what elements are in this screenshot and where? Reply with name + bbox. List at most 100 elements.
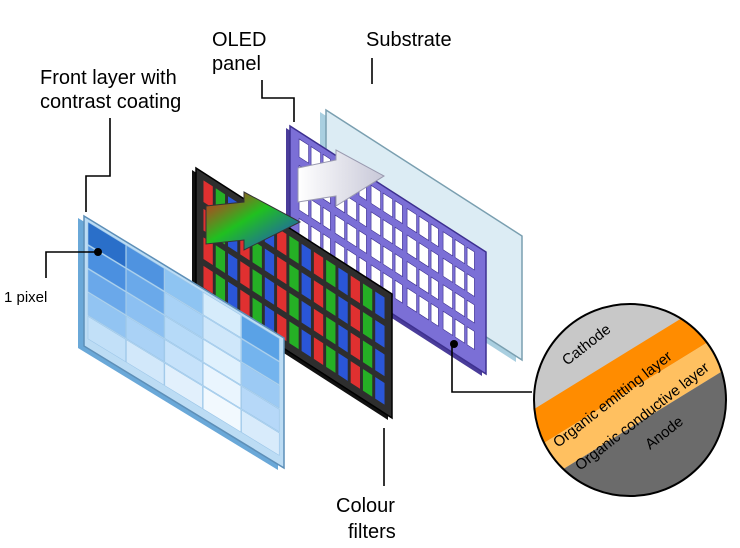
colour-filter-cell	[313, 280, 324, 308]
colour-filter-cell	[289, 321, 299, 350]
colour-filter-cell	[228, 253, 238, 281]
oled-subpixel-cell	[394, 200, 403, 225]
oled-subpixel-cell	[394, 279, 403, 304]
oled-subpixel-cell	[394, 253, 403, 278]
front-pixel-tile	[126, 315, 165, 363]
leader-pixel	[45, 251, 96, 278]
light-arrow-rgb	[205, 191, 302, 251]
front-pixel-tile	[87, 221, 126, 268]
front-pixel-tile	[126, 268, 165, 315]
colour-filter-cell	[240, 289, 250, 318]
colour-filter-cell	[362, 312, 373, 340]
colour-filter-cell	[228, 281, 238, 310]
front-pixel-tile	[202, 386, 242, 433]
colour-filter-cell	[362, 369, 373, 397]
front-pixel-grid	[87, 221, 280, 456]
front-pixel-tile	[241, 338, 280, 386]
oled-panel-label-1: OLED	[212, 29, 266, 51]
colour-filter-cell	[375, 319, 385, 348]
oled-subpixel-cell	[406, 260, 417, 287]
colour-filter-cell	[301, 329, 311, 358]
oled-subpixel-cell	[442, 231, 453, 257]
oled-subpixel-cell	[430, 276, 439, 301]
colour-filter-cell	[326, 259, 336, 288]
oled-subpixel-cell	[418, 295, 429, 321]
front-pixel-tile	[87, 268, 126, 316]
oled-subpixel-cell	[406, 287, 417, 313]
front-pixel-tile	[164, 291, 203, 339]
front-pixel-tile	[126, 292, 165, 339]
front-pixel-tile	[164, 315, 203, 362]
colour-filter-cell	[362, 283, 373, 312]
colour-filter-cell	[301, 272, 311, 301]
front-pixel-tile	[241, 315, 280, 362]
front-layer-label-2: contrast coating	[40, 91, 181, 113]
front-pixel-tile	[164, 268, 203, 315]
oled-subpixel-cell	[394, 226, 403, 251]
oled-subpixel-cell	[334, 214, 345, 240]
oled-panel-label-2: panel	[212, 53, 261, 75]
colour-filter-cell	[289, 264, 299, 293]
oled-subpixel-cell	[418, 215, 429, 241]
colour-filter-cell	[301, 300, 311, 329]
colour-filter-cell	[252, 240, 262, 269]
colour-filter-cell	[264, 305, 275, 334]
oled-subpixel-cell	[454, 318, 465, 344]
pixel-marker	[94, 248, 102, 256]
colour-filter-cell	[289, 235, 299, 264]
substrate-label: Substrate	[366, 29, 452, 51]
colour-filter-cell	[362, 340, 373, 369]
oled-subpixel-cell	[406, 207, 417, 234]
colour-filter-cell	[326, 345, 336, 373]
colour-filter-cell	[264, 277, 275, 305]
front-pixel-tile	[87, 292, 126, 339]
leader-front-layer	[85, 118, 111, 212]
colour-filter-cell	[313, 251, 324, 280]
colour-filter-cell	[277, 227, 287, 256]
front-pixel-tile	[87, 315, 126, 363]
colour-filter-cell	[240, 261, 250, 289]
conductive-band	[534, 310, 726, 496]
light-arrow-white	[297, 149, 385, 207]
leader-oled-panel	[261, 80, 295, 122]
colour-filter-cell	[313, 308, 324, 337]
colour-filters-label-1: Colour	[336, 495, 395, 517]
oled-subpixel-cell	[418, 242, 429, 268]
oled-subpixel-cell	[358, 203, 367, 228]
colour-filter-cell	[350, 304, 360, 332]
colour-filters-label-2: filters	[348, 521, 396, 543]
colour-filter-cell	[252, 297, 262, 326]
oled-subpixel-cell	[454, 265, 465, 291]
oled-subpixel-cell	[418, 268, 429, 294]
colour-filter-cell	[289, 292, 299, 321]
colour-filter-cell	[277, 256, 287, 285]
front-pixel-tile	[87, 245, 126, 292]
colour-filter-cell	[326, 288, 336, 316]
oled-subpixel-cell	[310, 199, 321, 225]
colour-filter-cell	[326, 316, 336, 345]
oled-subpixel-cell	[442, 257, 453, 283]
oled-subpixel-cell	[454, 238, 465, 265]
oled-subpixel-cell	[358, 230, 367, 254]
oled-subpixel-cell	[430, 302, 439, 327]
colour-filter-cell	[338, 267, 348, 296]
oled-subpixel-cell	[382, 245, 393, 271]
front-pixel-tile	[202, 291, 242, 339]
colour-filter-cell	[350, 275, 360, 304]
colour-filter-cell	[277, 284, 287, 313]
colour-filter-cell	[375, 291, 385, 320]
colour-filter-cell	[252, 269, 262, 297]
oled-subpixel-cell	[466, 273, 475, 297]
oled-subpixel-cell	[322, 206, 331, 231]
colour-filter-cell	[350, 361, 360, 389]
oled-subpixel-cell	[466, 326, 475, 350]
front-pixel-tile	[202, 338, 242, 386]
colour-filter-cell	[375, 348, 385, 377]
front-pixel-tile	[126, 244, 165, 292]
colour-filter-cell	[215, 245, 226, 273]
front-pixel-tile	[164, 362, 203, 410]
colour-filter-cell	[215, 273, 226, 302]
oled-subpixel-cell	[382, 219, 393, 245]
colour-filter-cell	[350, 332, 360, 361]
